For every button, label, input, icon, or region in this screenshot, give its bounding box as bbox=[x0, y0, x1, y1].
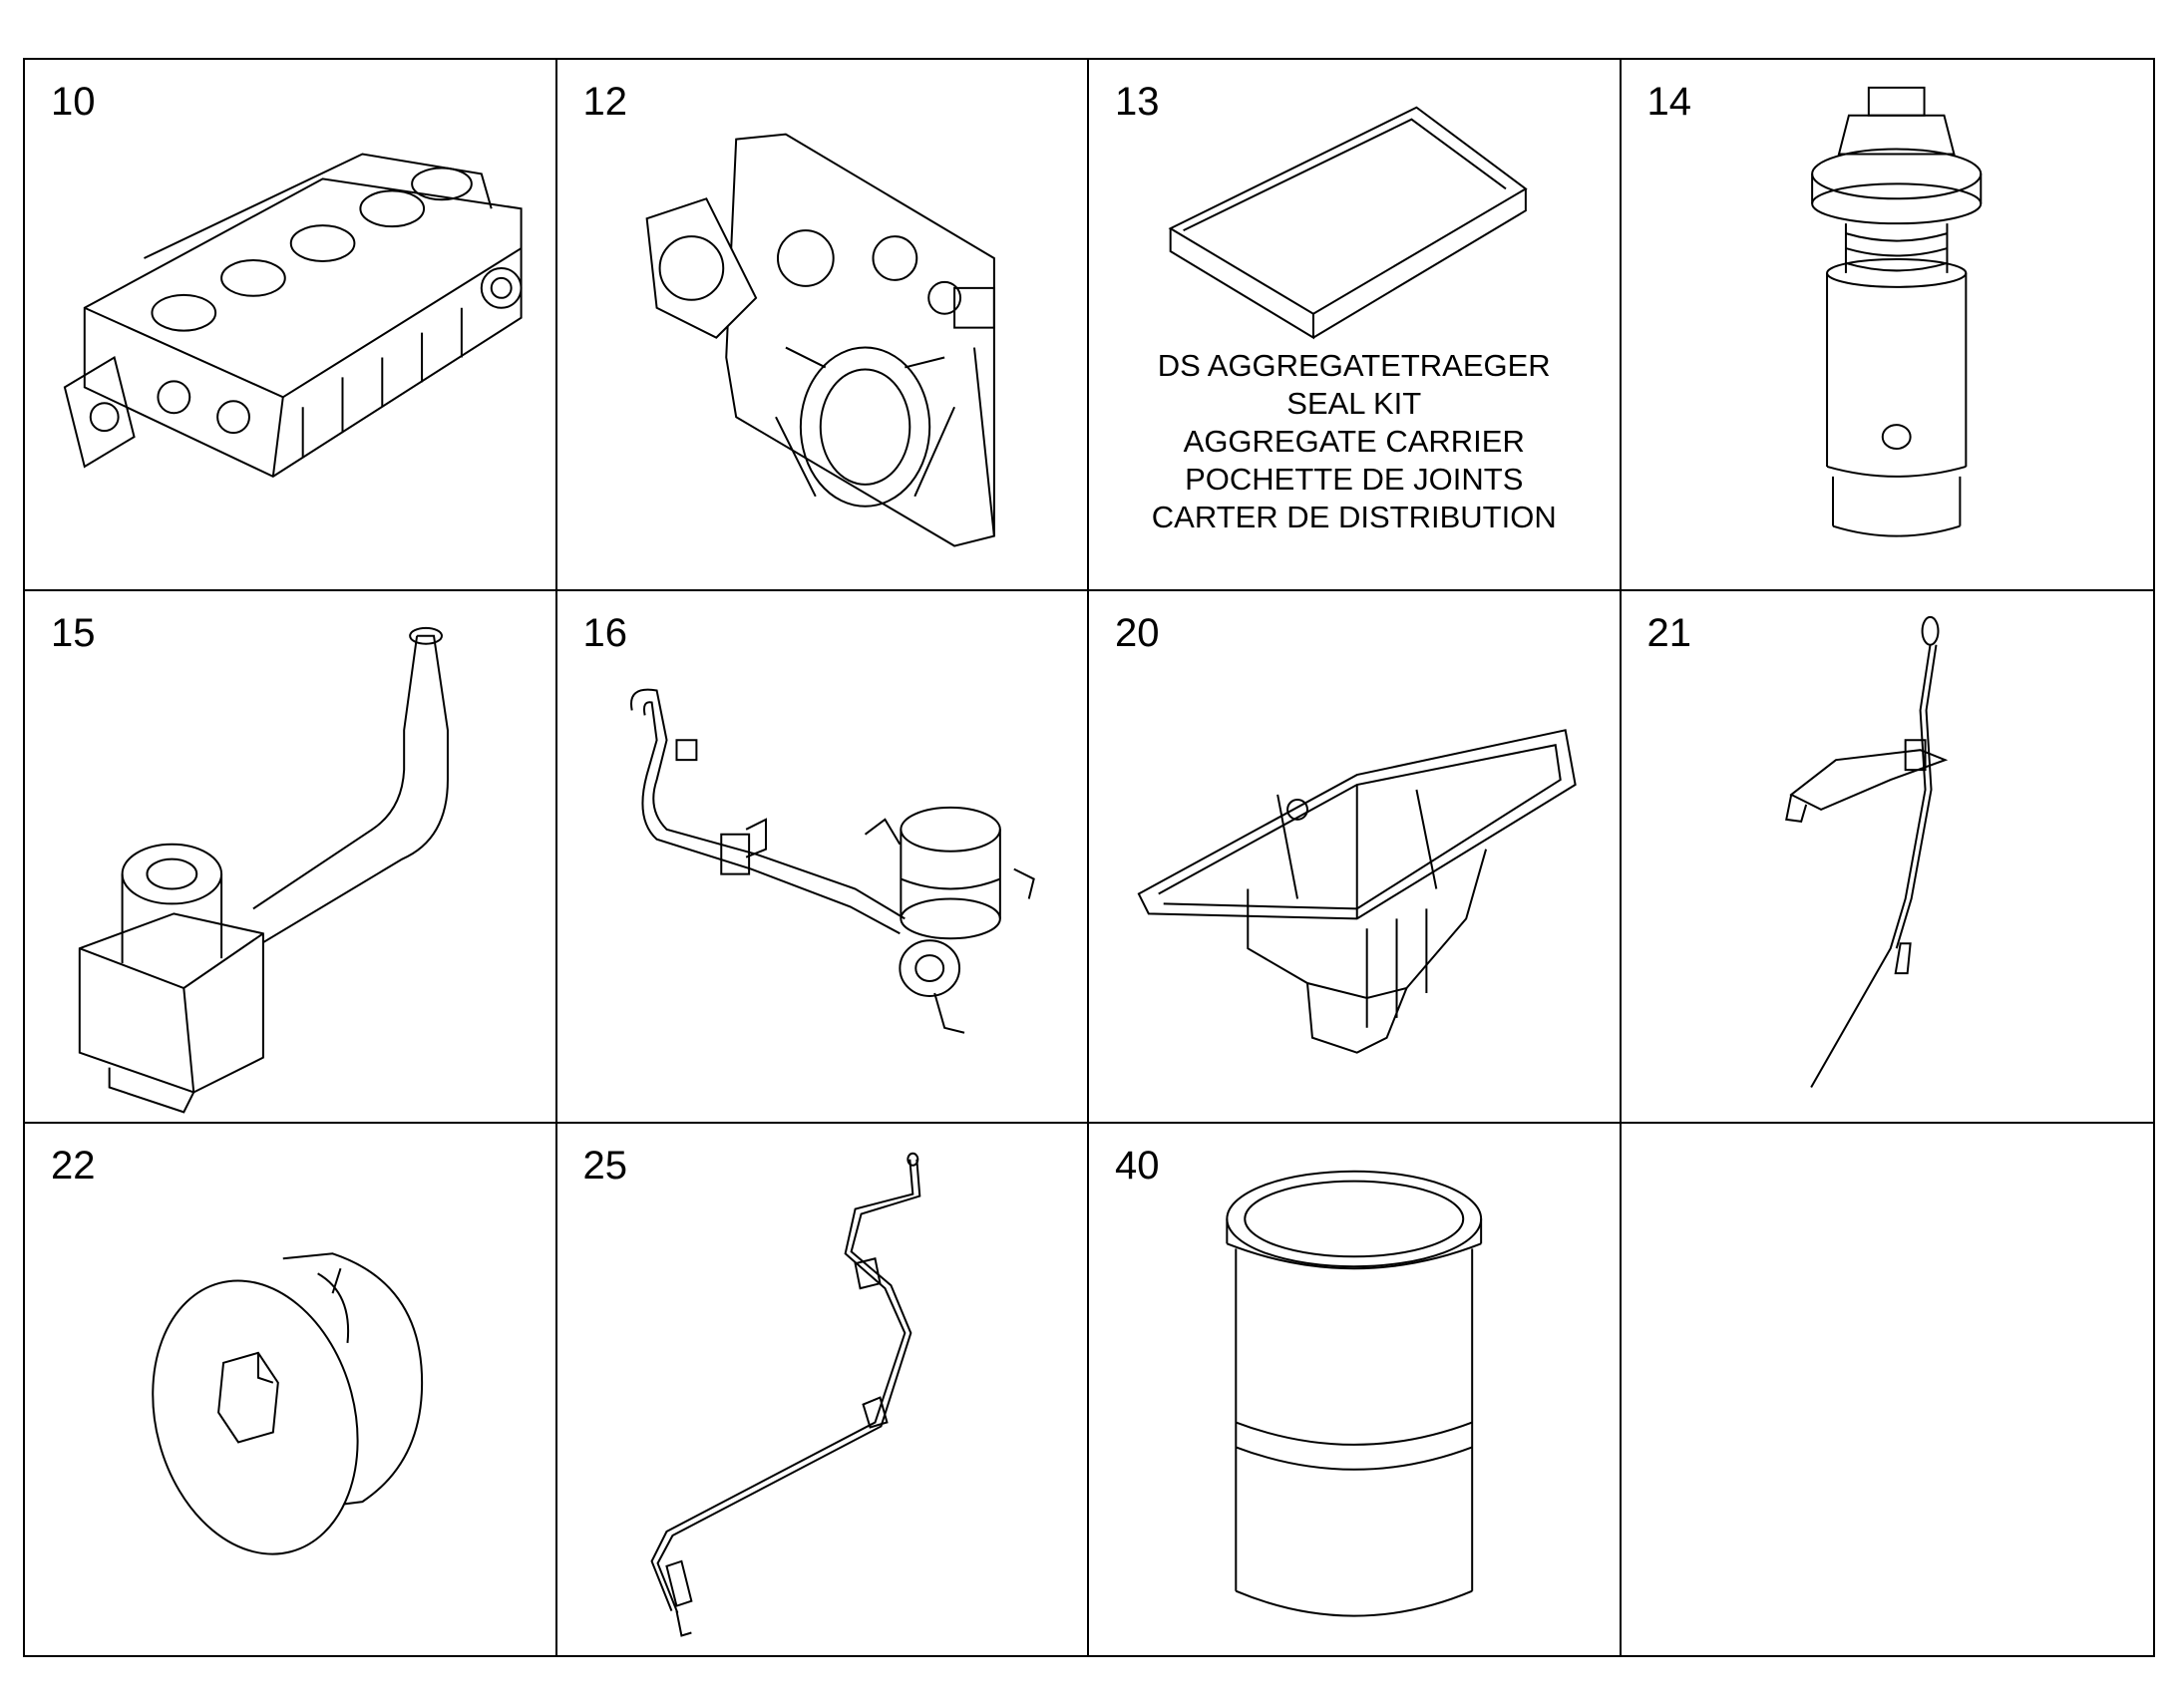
part-cell-13[interactable]: 13 DS AGGREGATETRAEGER SEAL KIT AGGREGAT… bbox=[1089, 60, 1622, 592]
part-number: 10 bbox=[51, 80, 96, 124]
parts-grid: 10 12 bbox=[23, 58, 2155, 1657]
part-cell-10[interactable]: 10 bbox=[25, 60, 557, 592]
part-cell-40[interactable]: 40 bbox=[1089, 1123, 1622, 1655]
part-number: 15 bbox=[51, 611, 96, 656]
part-cell-22[interactable]: 22 bbox=[25, 1123, 557, 1655]
part-number: 20 bbox=[1115, 611, 1160, 656]
part-cell-15[interactable]: 15 bbox=[25, 591, 557, 1124]
screw-plug-icon bbox=[25, 1124, 555, 1655]
part-number: 25 bbox=[582, 1143, 628, 1188]
kit-line: POCHETTE DE JOINTS bbox=[1185, 462, 1524, 497]
sensor-line-icon bbox=[557, 1124, 1088, 1655]
part-number: 40 bbox=[1115, 1143, 1160, 1188]
kit-line: AGGREGATE CARRIER bbox=[1183, 424, 1525, 459]
part-cell-20[interactable]: 20 bbox=[1089, 591, 1622, 1124]
part-cell-12[interactable]: 12 bbox=[556, 60, 1089, 592]
kit-line: DS AGGREGATETRAEGER bbox=[1157, 348, 1551, 383]
part-number: 14 bbox=[1646, 80, 1692, 124]
oil-pipe-icon bbox=[25, 591, 555, 1121]
part-number: 22 bbox=[51, 1143, 96, 1188]
dipstick-icon bbox=[1622, 591, 2154, 1121]
kit-line: SEAL KIT bbox=[1286, 386, 1422, 421]
part-number: 13 bbox=[1115, 80, 1160, 124]
part-number: 21 bbox=[1646, 611, 1692, 656]
empty-cell bbox=[1622, 1124, 2154, 1655]
seal-kit-box-icon bbox=[1089, 60, 1620, 589]
part-cell-16[interactable]: 16 bbox=[556, 591, 1089, 1124]
part-number: 12 bbox=[582, 80, 628, 124]
breather-hose-icon bbox=[557, 591, 1088, 1121]
seal-kit-label: DS AGGREGATETRAEGER SEAL KIT AGGREGATE C… bbox=[1089, 347, 1620, 536]
cylinder-liner-icon bbox=[1089, 1124, 1620, 1655]
oil-pan-icon bbox=[1089, 591, 1620, 1121]
oil-pressure-valve-icon bbox=[1622, 60, 2154, 589]
part-cell-25[interactable]: 25 bbox=[557, 1123, 1089, 1655]
timing-case-icon bbox=[557, 60, 1088, 589]
engine-block-icon bbox=[25, 60, 555, 589]
part-number: 16 bbox=[582, 611, 628, 656]
part-cell-21[interactable]: 21 bbox=[1621, 591, 2154, 1124]
kit-line: CARTER DE DISTRIBUTION bbox=[1151, 500, 1557, 534]
part-cell-14[interactable]: 14 bbox=[1621, 60, 2154, 592]
